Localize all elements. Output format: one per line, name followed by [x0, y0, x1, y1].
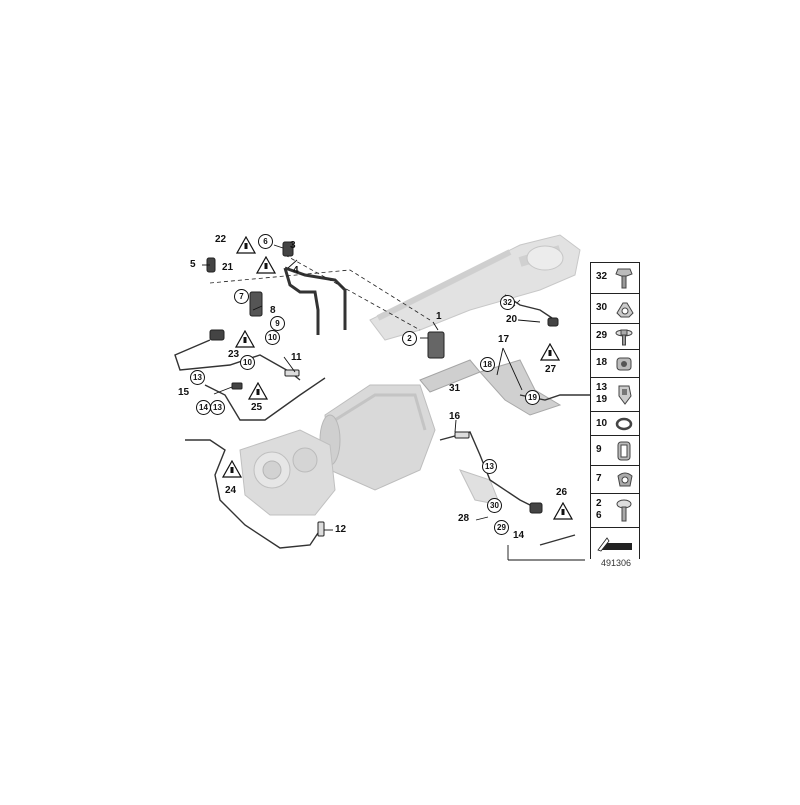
particulate-filter [319, 384, 436, 491]
bracket-17 [419, 359, 562, 416]
vacuum-hoses [283, 266, 347, 335]
callout-12: 12 [335, 524, 347, 535]
legend-label: 32 [596, 271, 608, 282]
clamp-icon [618, 385, 632, 405]
callout-15: 15 [178, 387, 190, 398]
callout-17: 17 [498, 334, 510, 345]
legend-row: 29 [591, 323, 639, 350]
bushing-icon [617, 441, 631, 461]
warning-triangle-icon [540, 343, 560, 361]
legend-row: 18 [591, 349, 639, 378]
sensor-plugs [206, 241, 559, 537]
callout-25: 25 [251, 402, 263, 413]
warning-triangle-icon [236, 236, 256, 254]
callout-19: 19 [525, 390, 540, 405]
warning-triangle-icon [248, 382, 268, 400]
callout-29: 29 [494, 520, 509, 535]
legend-label: 29 [596, 330, 608, 341]
legend-label: 30 [596, 302, 608, 313]
callout-5: 5 [190, 259, 196, 270]
callout-26: 26 [556, 487, 568, 498]
callout-leaders [202, 244, 585, 561]
hose-clip-icon [617, 472, 633, 487]
legend-label: 13 19 [596, 382, 608, 405]
callout-24: 24 [225, 485, 237, 496]
turbocharger [239, 429, 336, 516]
warning-triangle-icon [256, 256, 276, 274]
callout-2: 2 [402, 331, 417, 346]
callout-3: 3 [290, 240, 296, 251]
callout-20: 20 [506, 314, 518, 325]
dashed-leaders [209, 254, 521, 331]
bolt-icon [615, 268, 633, 289]
legend-row: 2 6 [591, 493, 639, 528]
callout-10: 10 [240, 355, 255, 370]
callout-27: 27 [545, 364, 557, 375]
callout-9: 9 [270, 316, 285, 331]
callout-13: 13 [482, 459, 497, 474]
small-parts-legend: 32 30 29 18 13 19 10 9 7 [590, 262, 640, 559]
callout-28: 28 [458, 513, 470, 524]
callout-7: 7 [234, 289, 249, 304]
callout-30: 30 [487, 498, 502, 513]
reference-number: 491306 [601, 558, 632, 568]
callout-21: 21 [222, 262, 234, 273]
intake-manifold [369, 234, 581, 341]
warning-triangle-icon [235, 330, 255, 348]
callout-4: 4 [293, 265, 299, 276]
legend-label: 18 [596, 357, 608, 368]
callout-1: 1 [436, 311, 442, 322]
callout-8: 8 [270, 305, 276, 316]
washer-screw-icon [615, 329, 633, 346]
legend-label: 7 [596, 473, 602, 484]
legend-row: 30 [591, 293, 639, 324]
legend-row: 13 19 [591, 377, 639, 412]
callout-11: 11 [291, 352, 302, 363]
warning-triangle-icon [222, 460, 242, 478]
legend-row: 32 [591, 263, 639, 293]
cable-holder-icon [616, 357, 632, 371]
clip-icon [616, 302, 634, 318]
callout-6: 6 [258, 234, 273, 249]
callout-10: 10 [265, 330, 280, 345]
callout-13: 13 [210, 400, 225, 415]
ring-icon [615, 417, 633, 431]
legend-label: 2 6 [596, 498, 602, 521]
legend-row: 7 [591, 465, 639, 494]
legend-row: 9 [591, 435, 639, 466]
callout-13: 13 [190, 370, 205, 385]
callout-16: 16 [449, 411, 461, 422]
legend-row: 10 [591, 411, 639, 436]
legend-label: 9 [596, 444, 602, 455]
legend-row [591, 527, 639, 559]
callout-14: 14 [513, 530, 525, 541]
callout-22: 22 [215, 234, 227, 245]
callout-14: 14 [196, 400, 211, 415]
warning-triangle-icon [553, 502, 573, 520]
callout-31: 31 [449, 383, 461, 394]
torx-screw-icon [616, 499, 632, 522]
legend-label: 10 [596, 418, 608, 429]
callout-23: 23 [228, 349, 240, 360]
callout-32: 32 [500, 295, 515, 310]
callout-18: 18 [480, 357, 495, 372]
arrow-icon [595, 532, 635, 554]
